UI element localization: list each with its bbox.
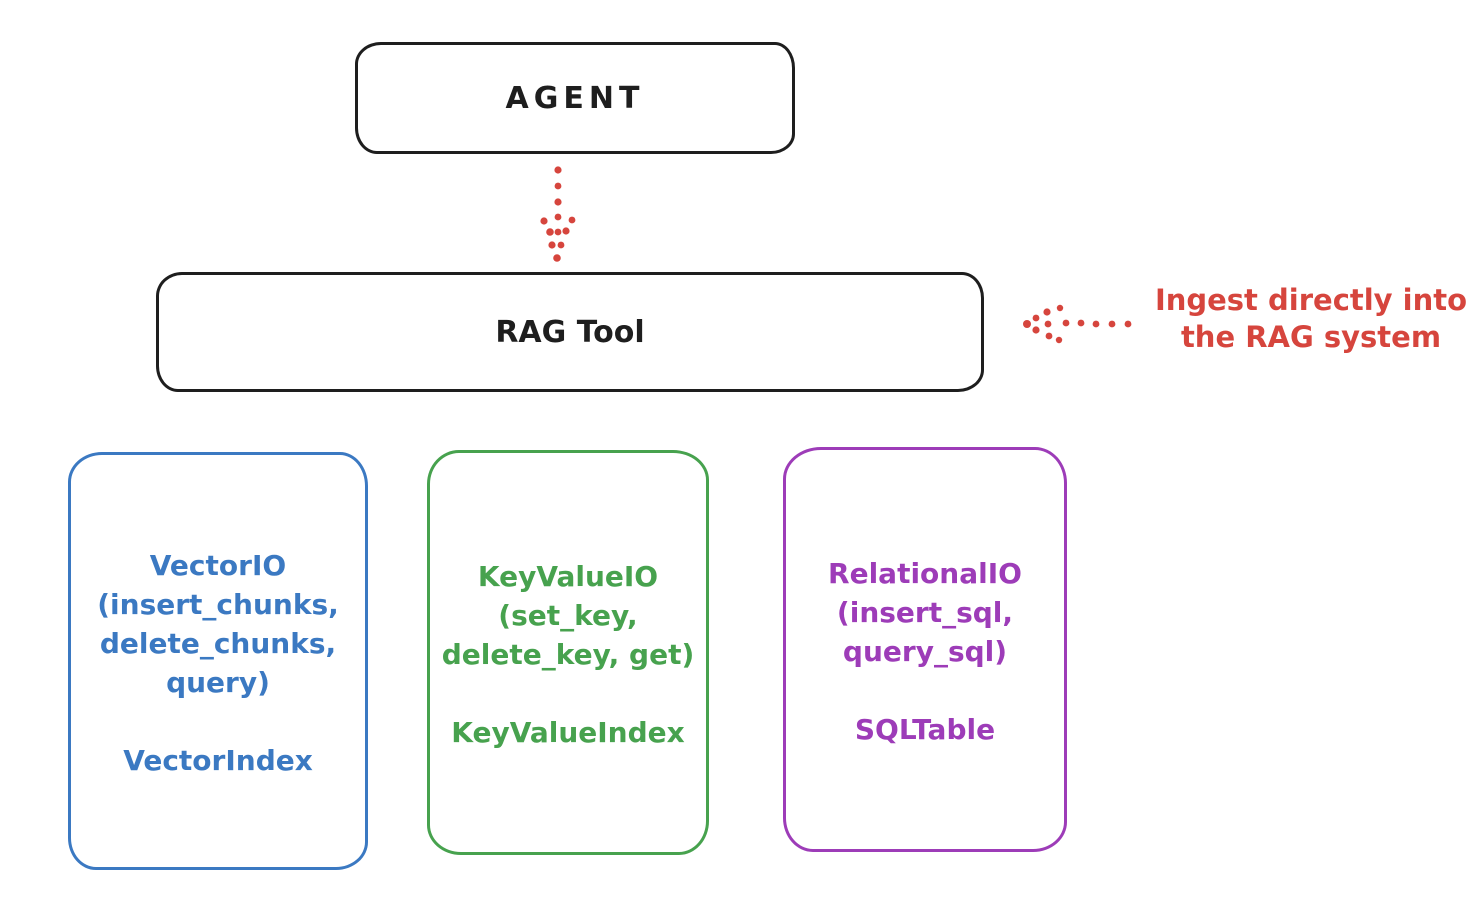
ingest-annotation-line2: the RAG system — [1180, 320, 1442, 354]
relational-io-line: (insert_sql, — [836, 595, 1014, 629]
sql-table-label: SQLTable — [854, 712, 996, 746]
keyvalue-io-signature: KeyValueIO (set_key, delete_key, get) — [442, 557, 695, 674]
ingest-annotation: Ingest directly into the RAG system — [1138, 282, 1484, 356]
agent-node: AGENT — [355, 42, 795, 154]
vector-index-label: VectorIndex — [123, 743, 313, 777]
rag-tool-node-label: RAG Tool — [495, 314, 645, 350]
vector-io-line: query) — [166, 665, 270, 699]
relational-io-card: RelationalIO (insert_sql, query_sql) SQL… — [783, 447, 1067, 852]
vector-io-signature: VectorIO (insert_chunks, delete_chunks, … — [97, 546, 339, 702]
relational-io-line: query_sql) — [842, 634, 1008, 668]
agent-to-ragtool-arrow-icon — [540, 166, 576, 262]
agent-node-label: AGENT — [505, 80, 645, 116]
relational-io-line: RelationalIO — [828, 556, 1022, 590]
keyvalue-index-label: KeyValueIndex — [451, 715, 685, 749]
keyvalue-io-line: delete_key, get) — [441, 637, 695, 671]
relational-io-signature: RelationalIO (insert_sql, query_sql) — [828, 554, 1022, 671]
ingest-annotation-line1: Ingest directly into — [1154, 283, 1468, 317]
vector-io-card: VectorIO (insert_chunks, delete_chunks, … — [68, 452, 368, 870]
keyvalue-io-line: (set_key, — [498, 598, 638, 632]
vector-io-line: delete_chunks, — [99, 626, 337, 660]
vector-io-line: (insert_chunks, — [97, 587, 339, 621]
keyvalue-io-line: KeyValueIO — [477, 559, 659, 593]
keyvalue-io-card: KeyValueIO (set_key, delete_key, get) Ke… — [427, 450, 709, 855]
vector-io-line: VectorIO — [149, 548, 287, 582]
annotation-to-ragtool-arrow-icon — [1023, 304, 1132, 344]
rag-tool-node: RAG Tool — [156, 272, 984, 392]
